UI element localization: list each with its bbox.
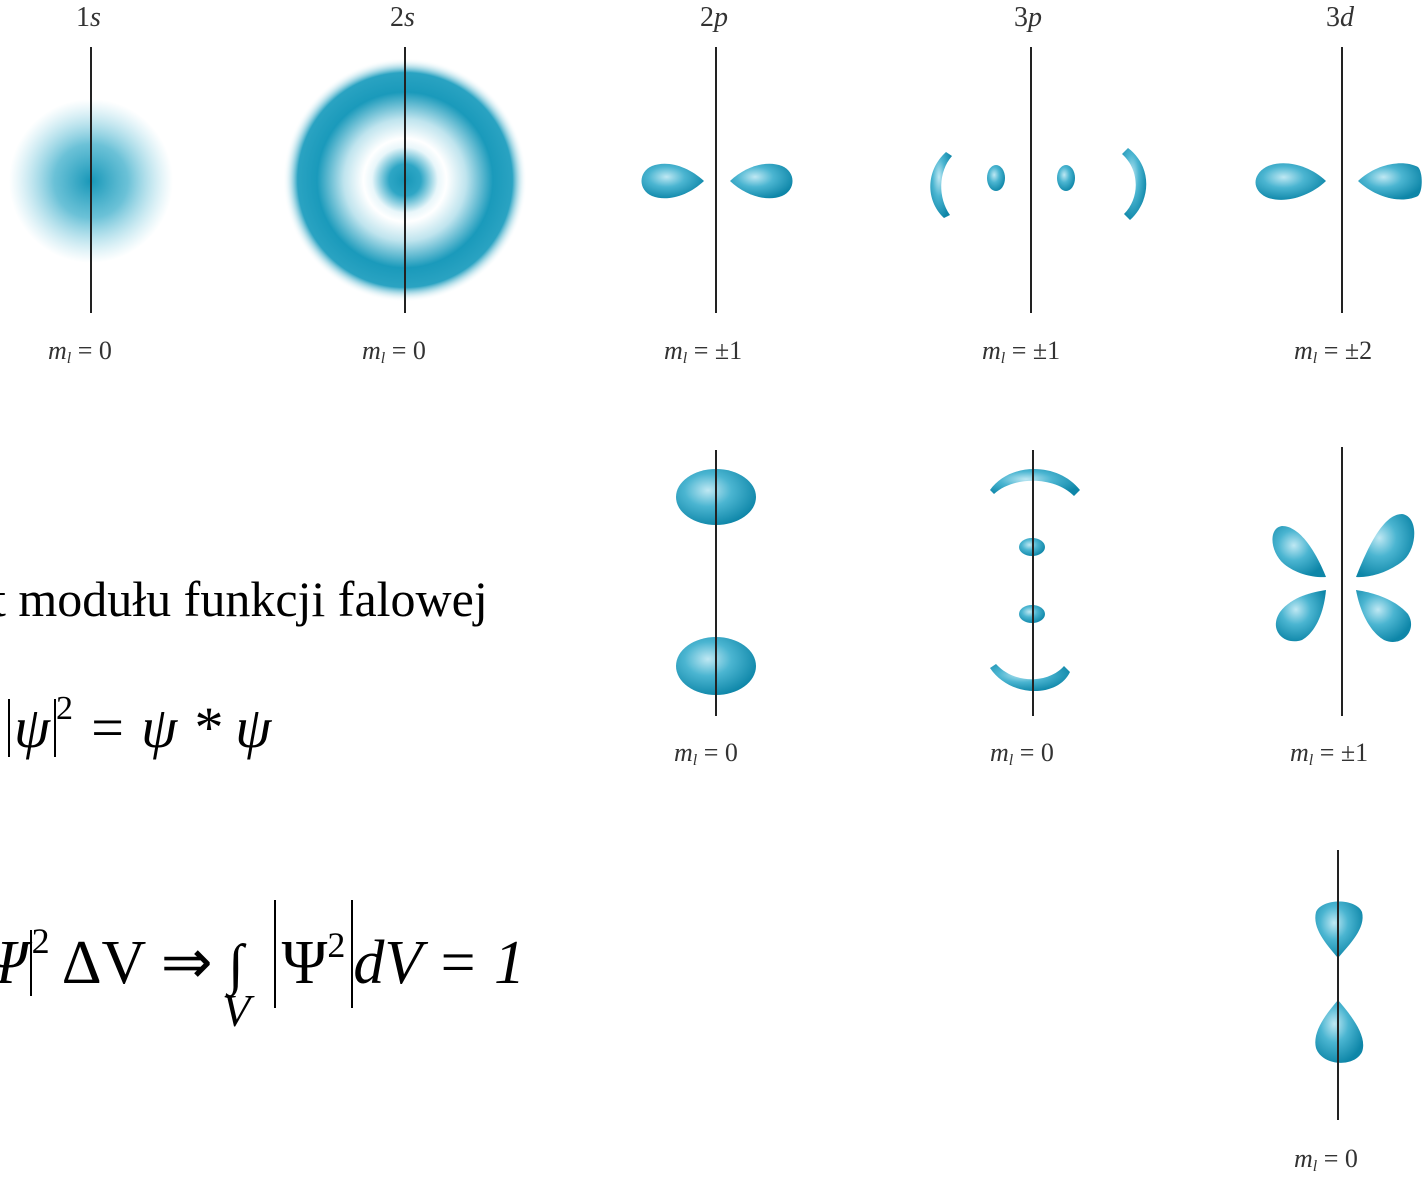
ml-eq: = [1317, 1144, 1345, 1173]
orbital-3d-lobe-right [1358, 163, 1422, 200]
header-3p-n: 3 [1014, 2, 1028, 33]
formula2-integral: ∫ V [222, 928, 258, 1036]
ml-label-3p-0: ml = 0 [990, 738, 1054, 770]
ml-symbol: m [990, 738, 1009, 767]
ml-label-3d-0: ml = 0 [1294, 1144, 1358, 1176]
formula1-psi: ψ [8, 699, 57, 757]
header-2s-l: s [404, 2, 415, 33]
ml-value: 0 [1040, 738, 1054, 767]
ml-eq: = [1013, 738, 1041, 767]
orbital-3p-arc-left [930, 152, 952, 218]
formula2-psi-pow: 2 [327, 925, 346, 965]
ml-eq: = [385, 336, 413, 365]
ml-value: ±1 [1032, 336, 1061, 365]
ml-sub: l [1312, 1158, 1318, 1175]
ml-value: 0 [1344, 1144, 1358, 1173]
orbital-3p-small-left [987, 165, 1005, 191]
ml-eq: = [1005, 336, 1033, 365]
formula2-abs: Ψ2 [273, 900, 354, 1008]
ml-label-3d-1: ml = ±1 [1290, 738, 1368, 770]
ml-eq: = [687, 336, 715, 365]
ml-value: 0 [98, 336, 112, 365]
header-2s: 2s [390, 2, 415, 34]
orbital-3d-clover-ll [1275, 590, 1326, 642]
formula2-psi: Ψ [281, 929, 328, 997]
ml-eq: = [1317, 336, 1345, 365]
ml-label-2p-0: ml = 0 [674, 738, 738, 770]
ml-sub: l [682, 350, 688, 367]
formula2-int: ∫ [228, 934, 244, 996]
ml-value: ±2 [1344, 336, 1373, 365]
ml-eq: = [697, 738, 725, 767]
orbital-3d-clover-ul [1272, 526, 1326, 578]
orbital-3p-cap-top [990, 469, 1080, 496]
ml-symbol: m [1290, 738, 1309, 767]
ml-eq: = [1313, 738, 1341, 767]
ml-sub: l [1000, 350, 1006, 367]
ml-sub: l [1308, 752, 1314, 769]
ml-symbol: m [982, 336, 1001, 365]
orbital-2p-lobe-right [730, 163, 793, 199]
orbital-3d-z2-bottom [1315, 1000, 1364, 1063]
ml-sub: l [66, 350, 72, 367]
ml-symbol: m [674, 738, 693, 767]
orbital-3d-clover-ur [1356, 514, 1415, 578]
ml-value: 0 [724, 738, 738, 767]
header-3p-l: p [1028, 2, 1042, 33]
header-1s-l: s [90, 2, 101, 33]
ml-sub: l [1312, 350, 1318, 367]
header-3d-n: 3 [1326, 2, 1340, 33]
orbital-3p-cap-bottom [990, 664, 1070, 692]
formula2-pow: 2 [31, 921, 50, 961]
header-1s: 1s [76, 2, 101, 34]
ml-value: 0 [412, 336, 426, 365]
orbital-3p-small-right [1057, 165, 1075, 191]
ml-label-1s: ml = 0 [48, 336, 112, 368]
ml-eq: = [71, 336, 99, 365]
ml-label-2p-1: ml = ±1 [664, 336, 742, 368]
orbital-3d-clover-lr [1356, 590, 1412, 642]
ml-value: ±1 [1340, 738, 1369, 767]
orbital-3p-arc-right [1122, 148, 1147, 220]
orbital-2p-lobe-left [641, 163, 704, 199]
orbital-3d-lobe-left [1255, 163, 1326, 200]
ml-symbol: m [664, 336, 683, 365]
formula1-rhs: = ψ * ψ [87, 695, 272, 760]
ml-sub: l [380, 350, 386, 367]
ml-symbol: m [362, 336, 381, 365]
formula2-int-sub: V [222, 985, 251, 1036]
formula1-pow: 2 [56, 690, 74, 727]
header-3p: 3p [1014, 2, 1042, 34]
header-2p: 2p [700, 2, 728, 34]
text-line-modulus: t modułu funkcji falowej [0, 571, 488, 627]
ml-symbol: m [48, 336, 67, 365]
ml-symbol: m [1294, 336, 1313, 365]
ml-label-3d-2: ml = ±2 [1294, 336, 1372, 368]
formula2-left: Ψ [0, 930, 32, 996]
ml-sub: l [1008, 752, 1014, 769]
ml-symbol: m [1294, 1144, 1313, 1173]
header-2s-n: 2 [390, 2, 404, 33]
header-3d-l: d [1340, 2, 1354, 33]
ml-sub: l [692, 752, 698, 769]
header-2p-n: 2 [700, 2, 714, 33]
header-1s-n: 1 [76, 2, 90, 33]
ml-label-3p-1: ml = ±1 [982, 336, 1060, 368]
ml-value: ±1 [714, 336, 743, 365]
ml-label-2s: ml = 0 [362, 336, 426, 368]
formula2-rhs: dV = 1 [353, 929, 526, 997]
header-2p-l: p [714, 2, 728, 33]
header-3d: 3d [1326, 2, 1354, 34]
formula2-mid: ΔV ⇒ [61, 929, 213, 997]
